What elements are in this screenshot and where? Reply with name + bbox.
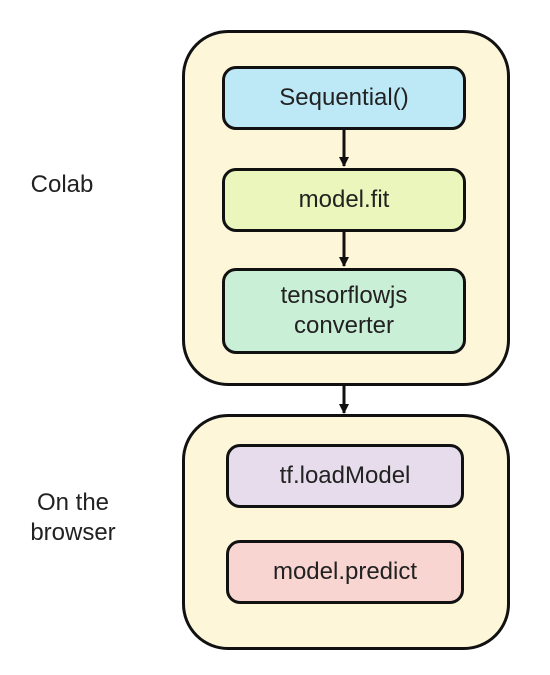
sequential-node: Sequential() [222, 66, 466, 130]
model-fit-node: model.fit [222, 168, 466, 232]
browser-label: On the browser [8, 488, 138, 548]
converter-line-1: tensorflowjs [280, 282, 408, 309]
browser-label-line-2: browser [30, 519, 116, 546]
colab-label: Colab [30, 171, 94, 198]
tf-loadmodel-node: tf.loadModel [226, 444, 464, 508]
model-predict-node: model.predict [226, 540, 464, 604]
converter-line-2: converter [293, 312, 395, 339]
browser-label-line-1: On the [36, 489, 110, 516]
tensorflowjs-converter-node: tensorflowjs converter [222, 268, 466, 354]
